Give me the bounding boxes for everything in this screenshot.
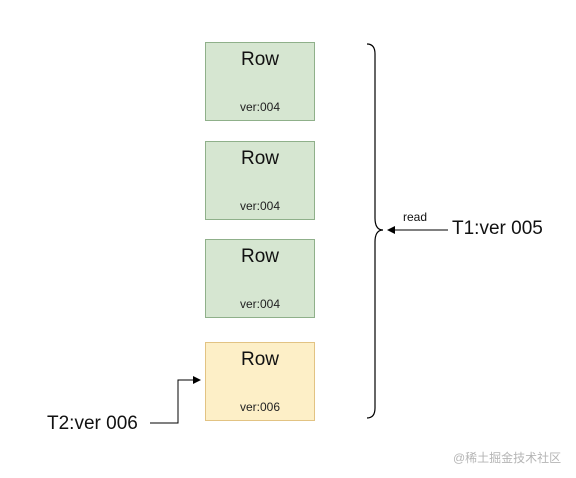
row-box-3: Row ver:004 <box>205 239 315 318</box>
t1-label: T1:ver 005 <box>452 218 543 239</box>
t2-label: T2:ver 006 <box>47 413 138 434</box>
row-version: ver:004 <box>239 297 281 311</box>
row-title: Row <box>240 49 279 70</box>
read-label: read <box>403 210 428 224</box>
watermark: @稀土掘金技术社区 <box>453 451 562 465</box>
t2-arrow <box>150 376 201 424</box>
row-version: ver:004 <box>239 100 281 114</box>
row-box-2: Row ver:004 <box>205 141 315 220</box>
curly-brace <box>366 43 384 419</box>
row-title: Row <box>240 349 279 370</box>
row-version: ver:006 <box>239 400 281 414</box>
row-version: ver:004 <box>239 199 281 213</box>
row-title: Row <box>240 148 279 169</box>
row-title: Row <box>240 246 279 267</box>
row-box-4-highlighted: Row ver:006 <box>205 342 315 421</box>
row-box-1: Row ver:004 <box>205 42 315 121</box>
